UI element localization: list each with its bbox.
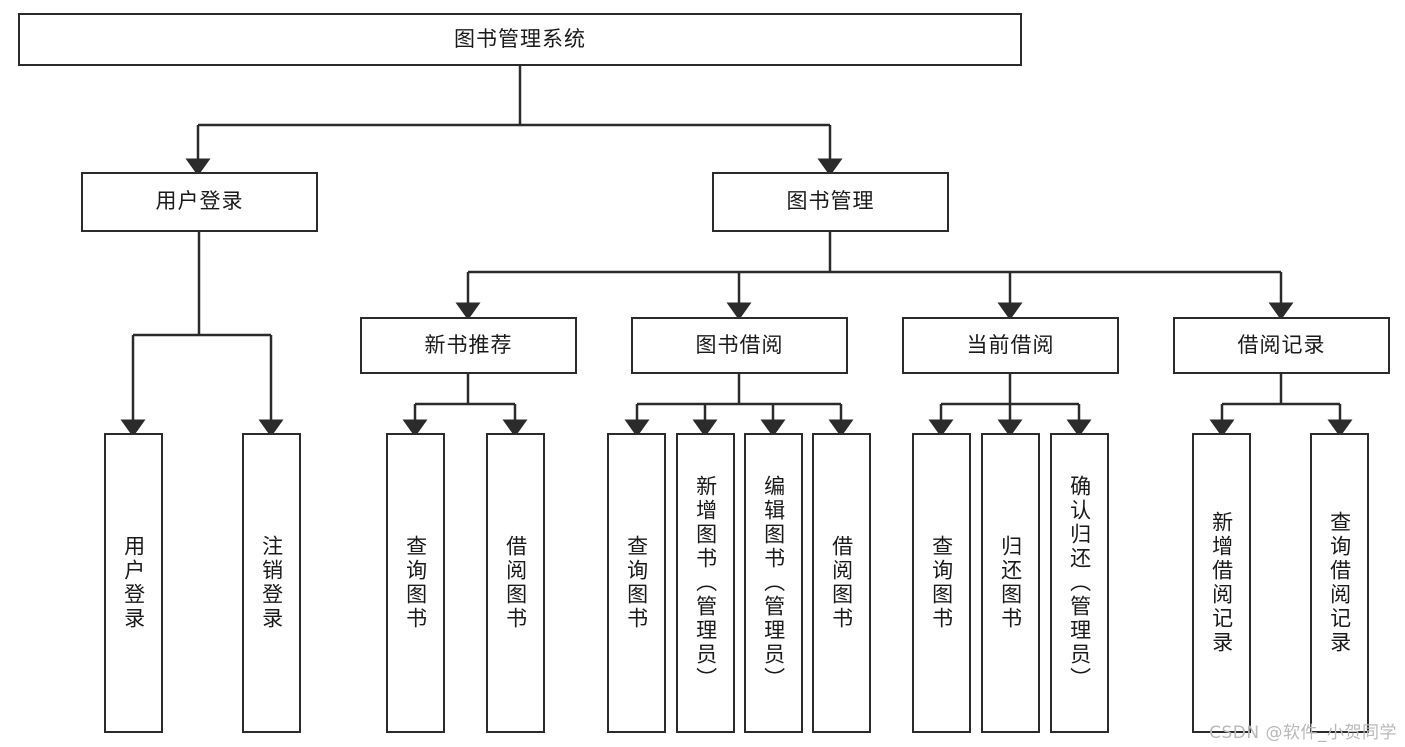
leaf-new-book-borrow-book[interactable]: 借阅图书	[486, 433, 545, 733]
node-current-borrow[interactable]: 当前借阅	[902, 317, 1119, 374]
leaf-current-borrow-query-book[interactable]: 查询图书	[912, 433, 971, 733]
node-label: 新增借阅记录	[1209, 511, 1234, 655]
node-label: 确认归还（管理员）	[1067, 475, 1092, 691]
leaf-new-book-query-book[interactable]: 查询图书	[386, 433, 445, 733]
node-label: 借阅记录	[1237, 332, 1326, 357]
node-label: 图书管理系统	[454, 26, 586, 51]
node-label: 当前借阅	[966, 332, 1055, 357]
watermark-text: CSDN @软件_小贺同学	[1209, 723, 1397, 743]
node-borrow-record[interactable]: 借阅记录	[1173, 317, 1390, 374]
node-label: 借阅图书	[503, 535, 528, 631]
node-label: 用户登录	[121, 535, 146, 631]
leaf-book-borrow-borrow-book[interactable]: 借阅图书	[812, 433, 871, 733]
node-label: 归还图书	[998, 535, 1023, 631]
node-label: 查询图书	[624, 535, 649, 631]
node-label: 图书借阅	[695, 332, 784, 357]
node-user-login[interactable]: 用户登录	[81, 172, 318, 232]
node-label: 注销登录	[259, 535, 284, 631]
node-label: 新书推荐	[424, 332, 513, 357]
node-root-book-management-system[interactable]: 图书管理系统	[18, 13, 1022, 66]
leaf-borrow-record-add-record[interactable]: 新增借阅记录	[1192, 433, 1251, 733]
node-label: 编辑图书（管理员）	[761, 475, 786, 691]
node-label: 图书管理	[786, 189, 875, 214]
leaf-book-borrow-query-book[interactable]: 查询图书	[607, 433, 666, 733]
leaf-user-login-login[interactable]: 用户登录	[104, 433, 163, 733]
node-label: 用户登录	[155, 189, 244, 214]
leaf-book-borrow-add-book[interactable]: 新增图书（管理员）	[676, 433, 735, 733]
leaf-borrow-record-query-record[interactable]: 查询借阅记录	[1310, 433, 1369, 733]
leaf-current-borrow-confirm-return[interactable]: 确认归还（管理员）	[1050, 433, 1109, 733]
node-new-book-recommend[interactable]: 新书推荐	[360, 317, 577, 374]
node-label: 新增图书（管理员）	[693, 475, 718, 691]
leaf-current-borrow-return-book[interactable]: 归还图书	[981, 433, 1040, 733]
node-book-borrow[interactable]: 图书借阅	[631, 317, 848, 374]
leaf-book-borrow-edit-book[interactable]: 编辑图书（管理员）	[744, 433, 803, 733]
node-label: 查询图书	[403, 535, 428, 631]
node-label: 查询图书	[929, 535, 954, 631]
node-book-management[interactable]: 图书管理	[712, 172, 949, 232]
leaf-user-login-logout[interactable]: 注销登录	[242, 433, 301, 733]
node-label: 查询借阅记录	[1327, 511, 1352, 655]
node-label: 借阅图书	[829, 535, 854, 631]
